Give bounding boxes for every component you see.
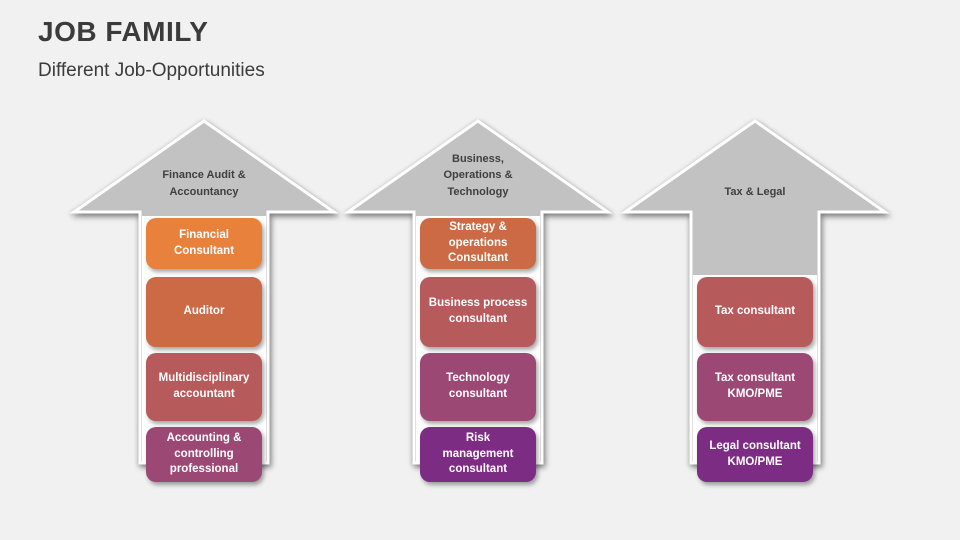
job-box: Technology consultant (420, 353, 536, 421)
job-box: Business process consultant (420, 277, 536, 347)
job-box: Risk management consultant (420, 427, 536, 482)
arrow-label: Business, Operations & Technology (443, 152, 513, 198)
job-box: Tax consultant (697, 277, 813, 347)
job-box: Legal consultant KMO/PME (697, 427, 813, 482)
job-box: Multidisciplinary accountant (146, 353, 262, 421)
page-title: JOB FAMILY (38, 16, 209, 47)
arrow-label: Finance Audit & Accountancy (162, 169, 246, 198)
page-subtitle: Different Job-Opportunities (38, 60, 265, 81)
job-box: Accounting & controlling professional (146, 427, 262, 482)
job-box: Strategy & operations Consultant (420, 218, 536, 269)
job-box: Auditor (146, 277, 262, 347)
job-box: Financial Consultant (146, 218, 262, 269)
arrow-label: Tax & Legal (724, 185, 786, 198)
job-box: Tax consultant KMO/PME (697, 353, 813, 421)
